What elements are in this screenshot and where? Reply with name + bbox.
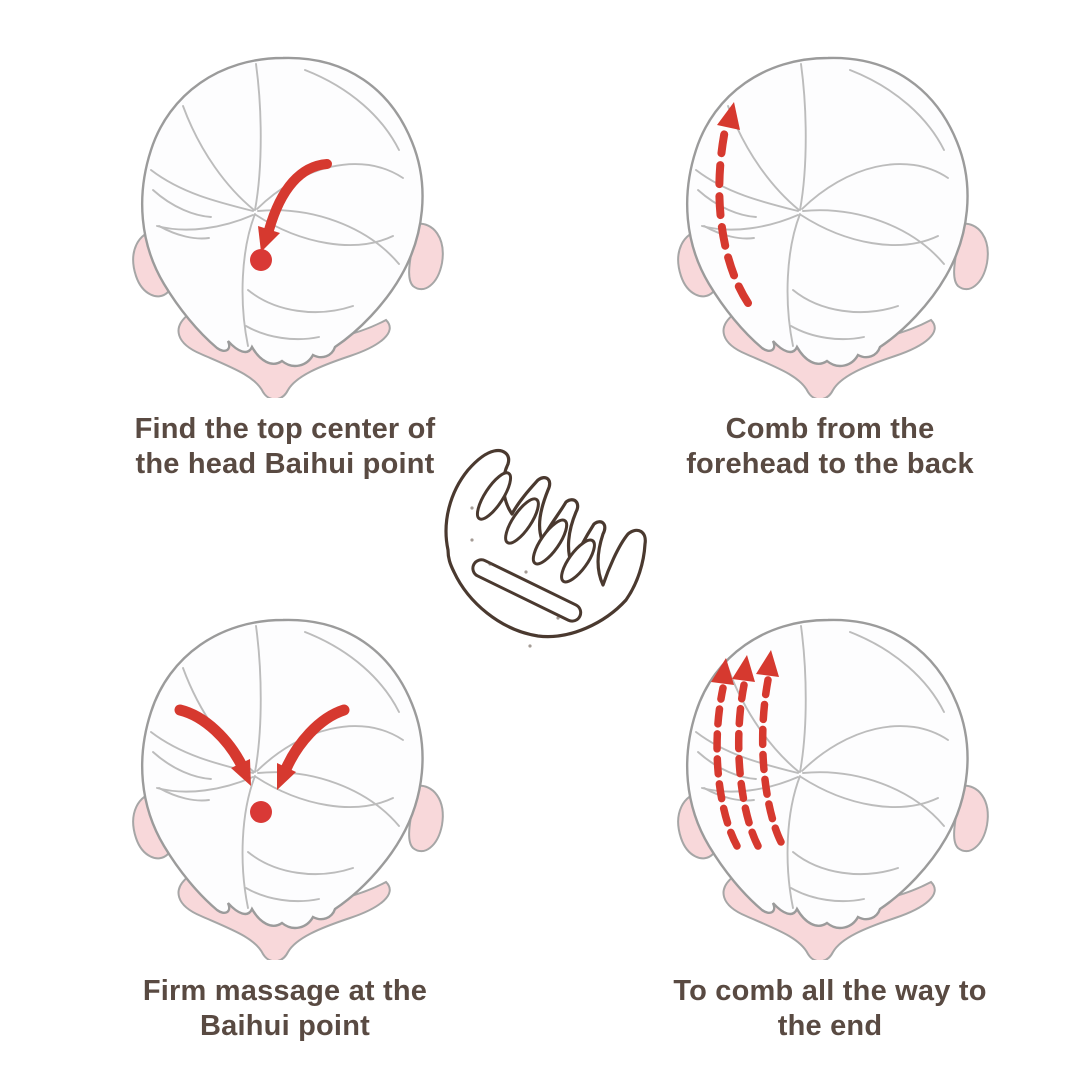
caption-firm-massage: Firm massage at the Baihui point [65,974,505,1044]
figure-find-baihui-point: Find the top center of the head Baihui p… [65,38,505,511]
dashed-up-arrow-icon [715,102,752,307]
figure-comb-forehead-to-back: Comb from the forehead to the back [610,38,1050,511]
caption-line: Find the top center of [134,413,436,445]
head-back-illustration [677,56,989,398]
head-back-illustration [132,618,444,960]
triple-dashed-up-arrows-icon [711,650,785,850]
caption-comb-forehead: Comb from the forehead to the back [610,412,1050,482]
caption-line: Baihui point [200,1010,370,1042]
caption-line: Firm massage at the [142,975,428,1007]
figure-comb-to-end: To comb all the way to the end [610,600,1050,1073]
head-back-illustration [132,56,444,398]
baihui-point-dot [250,801,272,823]
head-back-illustration [677,618,989,960]
caption-line: To comb all the way to [673,975,987,1007]
caption-find-baihui: Find the top center of the head Baihui p… [65,412,505,482]
figure-firm-massage: Firm massage at the Baihui point [65,600,505,1073]
curved-arrow-to-dot-icon [258,159,332,252]
scalp-massage-comb-icon [430,422,670,662]
caption-line: the end [777,1010,883,1042]
baihui-point-dot [250,249,272,271]
converging-arrows-to-dot-icon [174,704,350,790]
caption-line: the head Baihui point [135,448,435,480]
caption-line: forehead to the back [686,448,974,480]
caption-line: Comb from the [725,413,935,445]
caption-comb-to-end: To comb all the way to the end [610,974,1050,1044]
